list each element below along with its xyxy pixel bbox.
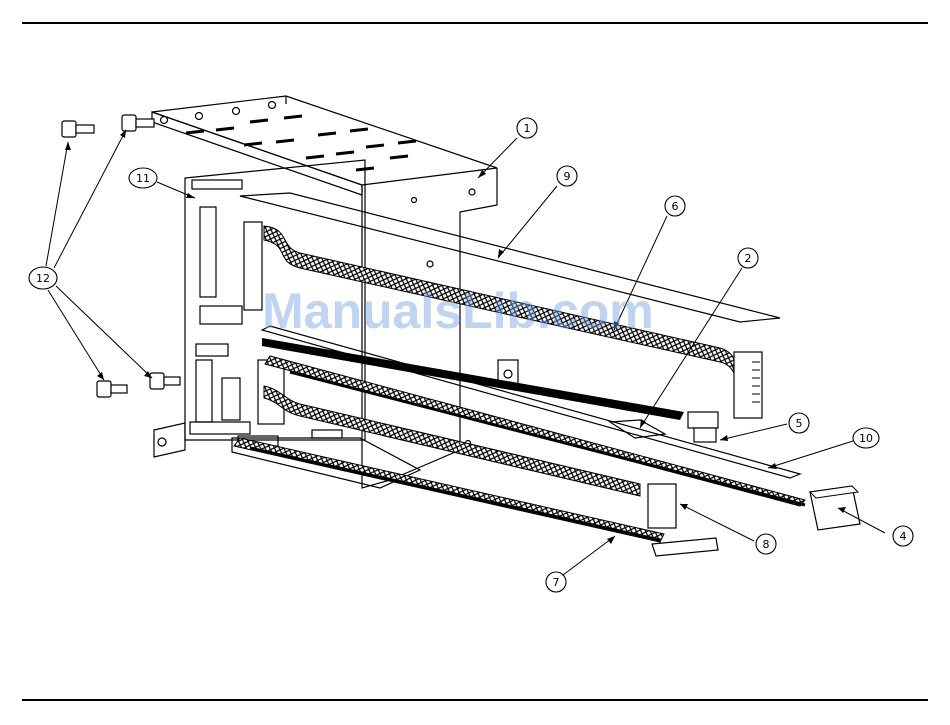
callout-12: 12 [29, 267, 57, 289]
callout-9: 9 [557, 166, 577, 186]
svg-text:9: 9 [564, 170, 571, 183]
screw-upper-right [122, 115, 154, 131]
screw-lower-right [150, 373, 180, 389]
svg-text:8: 8 [763, 538, 770, 551]
svg-text:11: 11 [136, 172, 150, 185]
callout-7: 7 [546, 572, 566, 592]
svg-text:1: 1 [524, 122, 531, 135]
watermark-text: ManualsLib.com [262, 282, 654, 340]
svg-text:5: 5 [796, 417, 803, 430]
callout-8: 8 [756, 534, 776, 554]
cable-2 [262, 338, 718, 442]
callout-6: 6 [665, 196, 685, 216]
callout-10: 10 [853, 428, 879, 448]
svg-text:4: 4 [900, 530, 907, 543]
svg-text:2: 2 [745, 252, 752, 265]
screw-lower-left [97, 381, 127, 397]
svg-text:6: 6 [672, 200, 679, 213]
callout-2: 2 [738, 248, 758, 268]
svg-text:12: 12 [36, 272, 50, 285]
screws [62, 115, 180, 397]
svg-text:10: 10 [859, 432, 873, 445]
callout-5: 5 [789, 413, 809, 433]
callout-4: 4 [893, 526, 913, 546]
callout-1: 1 [517, 118, 537, 138]
svg-text:7: 7 [553, 576, 560, 589]
callout-11: 11 [129, 168, 157, 188]
cable-4 [265, 356, 860, 530]
screw-upper-left [62, 121, 94, 137]
